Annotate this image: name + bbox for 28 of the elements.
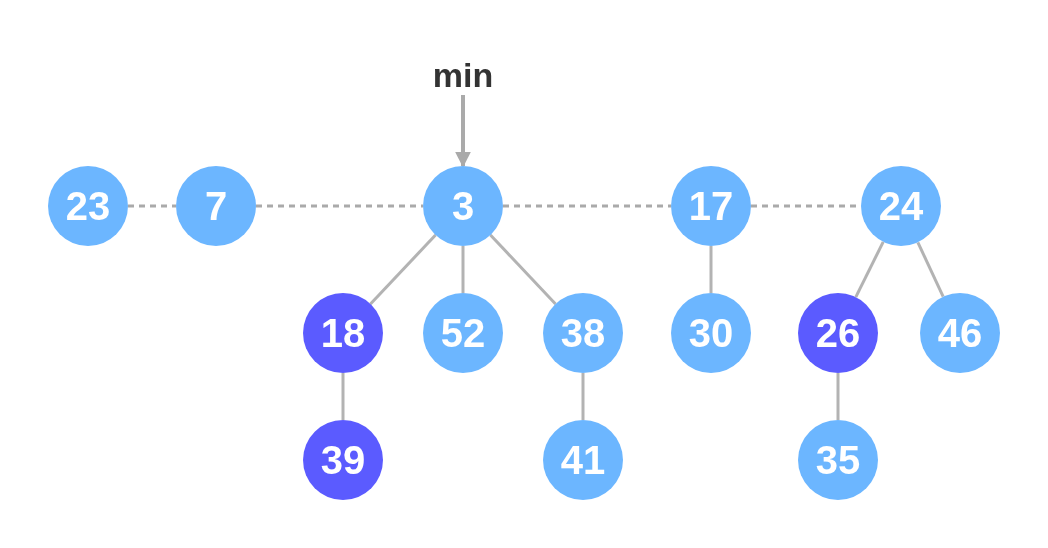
marked-heap-node: 39 [303,420,383,500]
heap-node: 23 [48,166,128,246]
marked-heap-node: 18 [303,293,383,373]
pointer-arrow [455,95,471,168]
tree-edge [916,241,945,298]
root-list-link [128,204,176,208]
heap-node: 30 [671,293,751,373]
tree-edge [461,246,465,293]
pointer-label: min [423,55,503,95]
root-list-link [503,204,671,208]
tree-edge [836,373,840,420]
tree-edge [489,234,557,305]
tree-edge [854,241,885,298]
heap-node: 7 [176,166,256,246]
tree-edge [341,373,345,420]
heap-node: 38 [543,293,623,373]
root-list-link [256,204,423,208]
tree-edge [581,373,585,420]
tree-edge [369,234,437,305]
tree-edge [709,246,713,293]
marked-heap-node: 26 [798,293,878,373]
heap-node: 3 [423,166,503,246]
heap-node: 52 [423,293,503,373]
heap-node: 35 [798,420,878,500]
heap-node: 46 [920,293,1000,373]
heap-node: 17 [671,166,751,246]
heap-node: 41 [543,420,623,500]
heap-node: 24 [861,166,941,246]
